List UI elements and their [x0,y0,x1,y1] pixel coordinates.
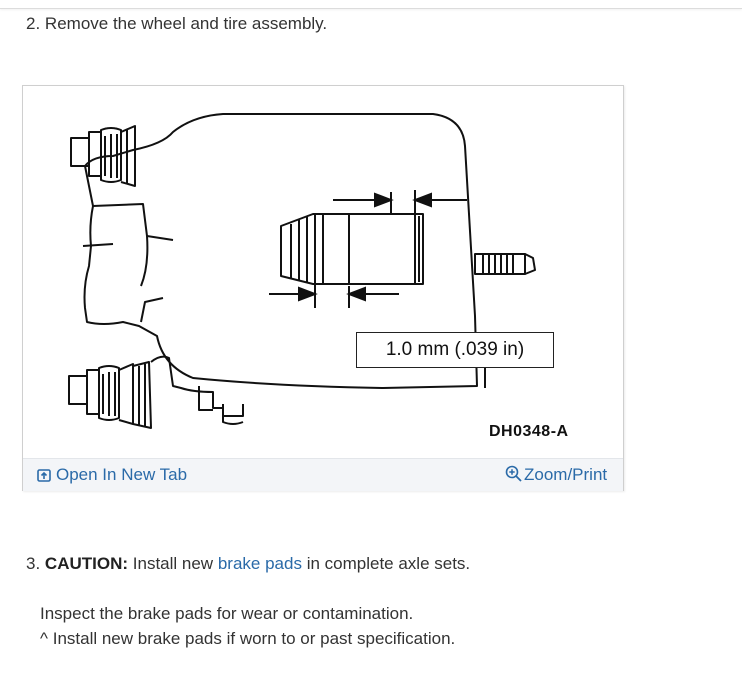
open-in-new-tab-icon [37,469,51,482]
brake-pad-piston [280,213,424,285]
step-2-text: Remove the wheel and tire assembly. [44,14,328,33]
zoom-in-icon [505,465,522,482]
figure-id: DH0348-A [489,423,569,440]
guide-pin [474,253,536,275]
step-2-number: 2. [26,14,41,33]
zoom-print-label: Zoom/Print [524,465,608,484]
step-3-text-after: in complete axle sets. [306,554,471,573]
step-2: 2. Remove the wheel and tire assembly. [26,13,327,35]
open-in-new-tab-label: Open In New Tab [56,465,188,484]
bullet-marker: ^ [40,629,48,648]
top-divider [0,0,742,9]
specification-label: 1.0 mm (.039 in) [356,332,554,368]
open-in-new-tab-button[interactable]: Open In New Tab [37,464,187,486]
figure-container: 1.0 mm (.039 in) DH0348-A Open In New Ta… [22,85,624,491]
caliper-housing [83,113,478,389]
step-3: 3. CAUTION: Install new brake pads in co… [26,553,470,575]
step-3-text-before: Install new [132,554,214,573]
caliper-illustration [68,113,536,429]
brake-pads-link[interactable]: brake pads [217,554,302,573]
zoom-print-button[interactable]: Zoom/Print [505,464,607,486]
upper-bolt [70,125,136,187]
lower-bolt [68,361,152,429]
step-3-number: 3. [26,554,41,573]
inspection-line-1: Inspect the brake pads for wear or conta… [40,604,414,623]
figure-toolbar: Open In New Tab Zoom/Print [23,458,623,491]
inspection-line-2-text: Install new brake pads if worn to or pas… [52,629,456,648]
caution-label: CAUTION: [44,554,129,573]
inspection-line-2: ^ Install new brake pads if worn to or p… [40,628,455,650]
